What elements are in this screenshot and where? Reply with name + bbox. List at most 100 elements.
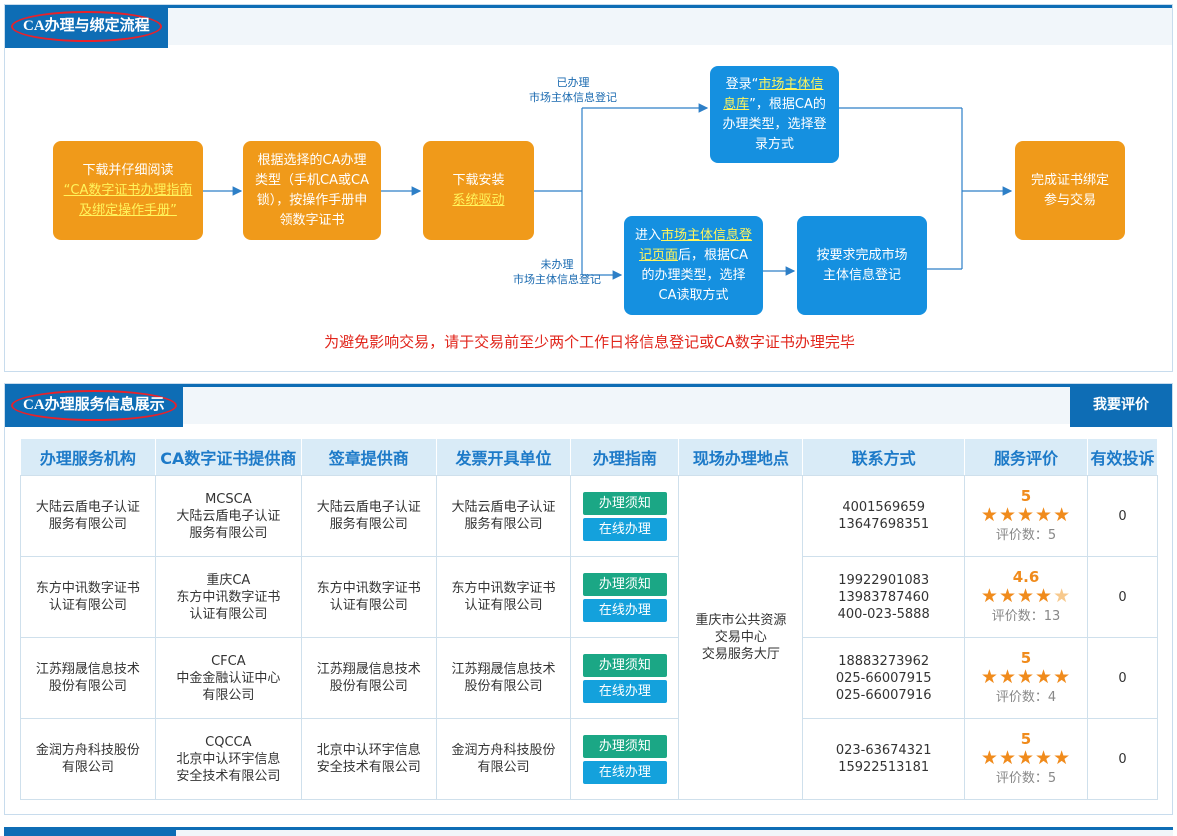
rating-score: 5 (1020, 730, 1032, 748)
rating-stars: ★★★★★ (969, 748, 1083, 768)
guide-cell: 办理须知在线办理 (570, 637, 680, 719)
online-apply-button[interactable]: 在线办理 (582, 598, 667, 622)
invoice-unit-cell: 东方中讯数字证书认证有限公司 (435, 556, 572, 638)
cell-line: 认证有限公司 (189, 606, 268, 622)
cell-line: MCSCA (205, 491, 252, 507)
column-header: 联系方式 (802, 438, 966, 476)
org-cell: 金润方舟科技股份有限公司 (20, 718, 156, 800)
column-header: 签章提供商 (300, 438, 437, 476)
cell-line: 大陆云盾电子认证 (35, 500, 140, 515)
guide-button[interactable]: 办理须知 (582, 734, 667, 758)
online-apply-button[interactable]: 在线办理 (582, 760, 667, 784)
branch-label-registered: 已办理 市场主体信息登记 (529, 76, 617, 104)
column-header: 服务评价 (964, 438, 1088, 476)
cell-line: 服务有限公司 (48, 517, 127, 532)
guide-cell: 办理须知在线办理 (570, 556, 680, 638)
cell-line: 金润方舟科技股份 (35, 743, 140, 758)
driver-link[interactable]: 系统驱动 (452, 192, 505, 208)
cell-line: 15922513181 (838, 760, 930, 775)
complaints-cell: 0 (1086, 556, 1159, 638)
next-panel-tab (4, 827, 176, 836)
cell-line: 服务有限公司 (189, 525, 268, 541)
cell-line: 江苏翔晟信息技术 (35, 662, 140, 677)
flow-connectors (203, 103, 1013, 280)
step-enter-registration-page: 进入市场主体信息登记页面后，根据CA的办理类型，选择CA读取方式 (624, 216, 763, 315)
cell-line: 有限公司 (477, 760, 530, 775)
rating-count: 评价数：5 (995, 771, 1057, 786)
rating-cell: 5★★★★★评价数：5 (964, 718, 1088, 800)
star-full-icon: ★ (1053, 666, 1072, 688)
invoice-unit-cell: 金润方舟科技股份有限公司 (435, 718, 572, 800)
rating-count: 评价数：13 (991, 609, 1061, 624)
step-bind-certificate: 完成证书绑定参与交易 (1015, 141, 1125, 240)
branch-label-unregistered: 未办理 市场主体信息登记 (513, 258, 601, 286)
flow-panel: CA办理与绑定流程 下载并仔细阅读 “CA数字证书办理指南及绑定操作手册” 根据… (4, 4, 1173, 372)
column-header: 有效投诉 (1086, 438, 1159, 476)
step-download-guide: 下载并仔细阅读 “CA数字证书办理指南及绑定操作手册” (53, 141, 203, 240)
online-apply-button[interactable]: 在线办理 (582, 679, 667, 703)
star-full-icon: ★ (980, 504, 999, 526)
star-full-icon: ★ (980, 585, 999, 607)
rating-count: 评价数：5 (995, 528, 1057, 543)
cell-line: CFCA (211, 653, 246, 669)
star-full-icon: ★ (1016, 666, 1036, 688)
flow-panel-title: CA办理与绑定流程 (5, 5, 168, 48)
cell-line: 大陆云盾电子认证 (316, 500, 421, 515)
cell-line: 东方中讯数字证书 (451, 581, 556, 596)
cell-line: 025-66007916 (835, 687, 932, 703)
location-cell: 重庆市公共资源交易中心交易服务大厅 (678, 475, 804, 800)
rating-stars: ★★★★★ (969, 505, 1083, 525)
cell-line: 中金金融认证中心 (176, 670, 281, 686)
flow-panel-header: CA办理与绑定流程 (5, 5, 1172, 48)
service-panel-header: CA办理服务信息展示 我要评价 (5, 384, 1172, 427)
guide-button[interactable]: 办理须知 (582, 572, 667, 596)
cell-line: 股份有限公司 (48, 679, 127, 694)
cell-line: 股份有限公司 (329, 679, 408, 694)
info-library-link[interactable]: 市场主体信息库 (723, 76, 824, 112)
cell-line: 13983787460 (838, 589, 930, 605)
cell-line: 东方中讯数字证书 (176, 589, 281, 605)
review-button[interactable]: 我要评价 (1070, 384, 1172, 427)
star-full-icon: ★ (1053, 504, 1072, 526)
location-line: 交易中心 (714, 630, 767, 645)
star-full-icon: ★ (980, 747, 999, 769)
location-line: 交易服务大厅 (701, 647, 780, 662)
column-header: 发票开具单位 (435, 438, 572, 476)
table-header-row: 办理服务机构 CA数字证书提供商 签章提供商 发票开具单位 办理指南 现场办理地… (20, 438, 1159, 476)
guide-cell: 办理须知在线办理 (570, 718, 680, 800)
rating-count: 评价数：4 (995, 690, 1057, 705)
star-full-icon: ★ (1035, 747, 1054, 769)
guide-button[interactable]: 办理须知 (582, 491, 667, 515)
org-cell: 东方中讯数字证书认证有限公司 (20, 556, 156, 638)
cell-line: 江苏翔晟信息技术 (316, 662, 421, 677)
cell-line: 东方中讯数字证书 (316, 581, 421, 596)
guide-manual-link[interactable]: “CA数字证书办理指南及绑定操作手册” (63, 182, 193, 218)
cell-line: 大陆云盾电子认证 (451, 500, 556, 515)
complaints-cell: 0 (1086, 475, 1159, 557)
online-apply-button[interactable]: 在线办理 (582, 517, 667, 541)
seal-provider-cell: 江苏翔晟信息技术股份有限公司 (300, 637, 437, 719)
cell-line: 025-66007915 (835, 670, 932, 686)
invoice-unit-cell: 江苏翔晟信息技术股份有限公司 (435, 637, 572, 719)
registration-page-link[interactable]: 市场主体信息登记页面 (639, 227, 753, 263)
rating-cell: 5★★★★★评价数：4 (964, 637, 1088, 719)
highlight-oval (11, 11, 162, 42)
location-line: 重庆市公共资源 (695, 613, 787, 628)
cell-line: 有限公司 (202, 687, 255, 703)
cell-line: 认证有限公司 (464, 598, 543, 613)
seal-provider-cell: 北京中认环宇信息安全技术有限公司 (300, 718, 437, 800)
rating-score: 4.6 (1012, 568, 1040, 586)
warning-text: 为避免影响交易，请于交易前至少两个工作日将信息登记或CA数字证书办理完毕 (324, 333, 855, 351)
guide-button[interactable]: 办理须知 (582, 653, 667, 677)
cell-line: 服务有限公司 (329, 517, 408, 532)
cell-line: 北京中认环宇信息 (316, 743, 421, 758)
org-cell: 江苏翔晟信息技术股份有限公司 (20, 637, 156, 719)
cell-line: 安全技术有限公司 (316, 760, 421, 775)
star-full-icon: ★ (998, 666, 1017, 688)
